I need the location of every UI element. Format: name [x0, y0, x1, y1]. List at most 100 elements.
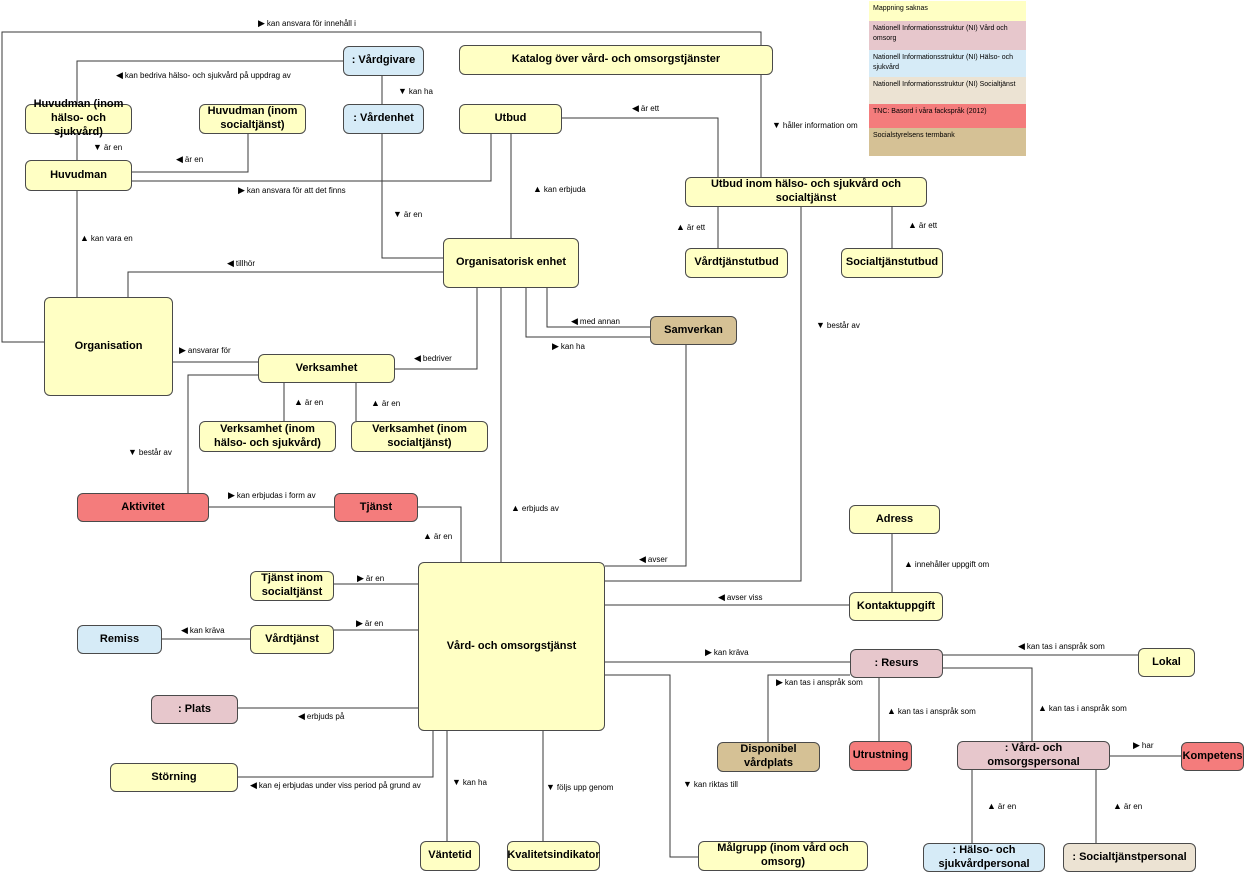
- direction-arrow-icon: ▲: [987, 801, 996, 811]
- relation-label-text: håller information om: [782, 121, 858, 130]
- node-vard-omsorgspersonal[interactable]: : Vård- och omsorgspersonal: [957, 741, 1110, 770]
- relation-label-ansvarar-for: ▶ansvarar för: [179, 345, 231, 356]
- direction-arrow-icon: ▲: [294, 397, 303, 407]
- relation-label-text: har: [1141, 741, 1154, 750]
- node-vardtjanst[interactable]: Vårdtjänst: [250, 625, 334, 654]
- relation-label-text: kan erbjuda: [543, 185, 586, 194]
- node-resurs[interactable]: : Resurs: [850, 649, 943, 678]
- relation-label-text: är en: [997, 802, 1017, 811]
- direction-arrow-icon: ▶: [228, 490, 235, 500]
- relation-label-kan-ha-vt: ▼kan ha: [452, 777, 487, 788]
- node-utbud-inom[interactable]: Utbud inom hälso- och sjukvård och socia…: [685, 177, 927, 207]
- node-vantetid[interactable]: Väntetid: [420, 841, 480, 871]
- relation-label-har: ▶har: [1133, 740, 1153, 751]
- node-tjanst-socialtjanst[interactable]: Tjänst inom socialtjänst: [250, 571, 334, 601]
- node-vardenhet[interactable]: : Vårdenhet: [343, 104, 424, 134]
- node-tjanst[interactable]: Tjänst: [334, 493, 418, 522]
- node-socialtjanstpersonal[interactable]: : Socialtjänstpersonal: [1063, 843, 1196, 872]
- relation-label-kan-tas-utr: ▲kan tas i anspråk som: [887, 706, 976, 717]
- relation-label-ar-en-tjanst: ▲är en: [423, 531, 452, 542]
- relation-label-kan-ej: ◀kan ej erbjudas under viss period på gr…: [250, 780, 421, 791]
- direction-arrow-icon: ▶: [238, 185, 245, 195]
- relation-label-haller-info: ▼håller information om: [772, 120, 858, 131]
- relation-label-text: är ett: [918, 221, 938, 230]
- direction-arrow-icon: ▼: [93, 142, 102, 152]
- relation-label-ar-en-vsoc: ▲är en: [371, 398, 400, 409]
- legend-item-ni-socialtjanst: Nationell Informationsstruktur (NI) Soci…: [869, 77, 1026, 104]
- node-disponibel-vardplats[interactable]: Disponibel vårdplats: [717, 742, 820, 772]
- direction-arrow-icon: ▲: [904, 559, 913, 569]
- relation-label-ar-en-vhs: ▲är en: [294, 397, 323, 408]
- direction-arrow-icon: ◀: [718, 592, 725, 602]
- relation-label-text: bedriver: [422, 354, 452, 363]
- relation-label-kan-ansvara-finns: ▶kan ansvara för att det finns: [238, 185, 346, 196]
- relation-label-ar-en-tsoc: ▶är en: [357, 573, 384, 584]
- node-huvudman-socialtjanst[interactable]: Huvudman (inom socialtjänst): [199, 104, 306, 134]
- node-utrustning[interactable]: Utrustning: [849, 741, 912, 771]
- node-aktivitet[interactable]: Aktivitet: [77, 493, 209, 522]
- relation-label-tillhor: ◀tillhör: [227, 258, 255, 269]
- node-adress[interactable]: Adress: [849, 505, 940, 534]
- node-socialtjanstutbud[interactable]: Socialtjänstutbud: [841, 248, 943, 278]
- relation-label-kan-tas-lokal: ◀kan tas i anspråk som: [1018, 641, 1105, 652]
- node-kompetens[interactable]: Kompetens: [1181, 742, 1244, 771]
- node-halso-sjukvardpersonal[interactable]: : Hälso- och sjukvårdpersonal: [923, 843, 1045, 872]
- relation-label-text: tillhör: [235, 259, 256, 268]
- node-verksamhet[interactable]: Verksamhet: [258, 354, 395, 383]
- node-samverkan[interactable]: Samverkan: [650, 316, 737, 345]
- relation-label-text: kan vara en: [90, 234, 133, 243]
- node-verksamhet-socialtjanst[interactable]: Verksamhet (inom socialtjänst): [351, 421, 488, 452]
- relation-label-text: kan tas i anspråk som: [1026, 642, 1105, 651]
- relation-label-text: kan ha: [408, 87, 433, 96]
- node-vardtjanstutbud[interactable]: Vårdtjänstutbud: [685, 248, 788, 278]
- node-huvudman[interactable]: Huvudman: [25, 160, 132, 191]
- node-huvudman-halso-sjukvard[interactable]: Huvudman (inom hälso- och sjukvård): [25, 98, 132, 138]
- relation-label-text: är ett: [686, 223, 706, 232]
- legend-item-socialstyrelsen: Socialstyrelsens termbank: [869, 128, 1026, 156]
- direction-arrow-icon: ◀: [414, 353, 421, 363]
- direction-arrow-icon: ▼: [393, 209, 402, 219]
- relation-label-text: är en: [304, 398, 324, 407]
- node-organisation[interactable]: Organisation: [44, 297, 173, 396]
- relation-label-bedriver: ◀bedriver: [414, 353, 452, 364]
- node-malgrupp[interactable]: Målgrupp (inom vård och omsorg): [698, 841, 868, 871]
- node-kvalitetsindikator[interactable]: Kvalitetsindikator: [507, 841, 600, 871]
- relation-label-innehaller: ▲innehåller uppgift om: [904, 559, 989, 570]
- relation-label-ar-ett-utbud: ◀är ett: [632, 103, 659, 114]
- node-organisatorisk-enhet[interactable]: Organisatorisk enhet: [443, 238, 579, 288]
- relation-label-text: kan tas i anspråk som: [1048, 704, 1127, 713]
- relation-label-kan-bedriva: ◀kan bedriva hälso- och sjukvård på uppd…: [116, 70, 291, 81]
- relation-label-avser-viss: ◀avser viss: [718, 592, 762, 603]
- relation-label-kan-ha-vg: ▼kan ha: [398, 86, 433, 97]
- node-plats[interactable]: : Plats: [151, 695, 238, 724]
- node-storning[interactable]: Störning: [110, 763, 238, 792]
- relation-label-text: består av: [826, 321, 860, 330]
- node-katalog[interactable]: Katalog över vård- och omsorgstjänster: [459, 45, 773, 75]
- node-kontaktuppgift[interactable]: Kontaktuppgift: [849, 592, 943, 621]
- node-lokal[interactable]: Lokal: [1138, 648, 1195, 677]
- legend-item-tnc: TNC: Basord i våra fackspråk (2012): [869, 104, 1026, 128]
- direction-arrow-icon: ▶: [1133, 740, 1140, 750]
- relation-label-kan-erbjudas: ▶kan erbjudas i form av: [228, 490, 316, 501]
- relation-label-foljs-upp: ▼följs upp genom: [546, 782, 613, 793]
- direction-arrow-icon: ▲: [80, 233, 89, 243]
- direction-arrow-icon: ▲: [887, 706, 896, 716]
- legend-item-ni-vard-omsorg: Nationell Informationsstruktur (NI) Vård…: [869, 21, 1026, 50]
- direction-arrow-icon: ◀: [250, 780, 257, 790]
- relation-label-text: är en: [1123, 802, 1143, 811]
- node-remiss[interactable]: Remiss: [77, 625, 162, 654]
- relation-label-text: kan erbjudas i form av: [236, 491, 316, 500]
- relation-label-text: är en: [433, 532, 453, 541]
- direction-arrow-icon: ▲: [676, 222, 685, 232]
- relation-label-text: kan kräva: [189, 626, 225, 635]
- node-utbud[interactable]: Utbud: [459, 104, 562, 134]
- node-vardgivare[interactable]: : Vårdgivare: [343, 46, 424, 76]
- relation-label-text: avser viss: [726, 593, 763, 602]
- node-vard-omsorgstjanst[interactable]: Vård- och omsorgstjänst: [418, 562, 605, 731]
- direction-arrow-icon: ▲: [423, 531, 432, 541]
- node-verksamhet-halso-sjukvard[interactable]: Verksamhet (inom hälso- och sjukvård): [199, 421, 336, 452]
- relation-label-kan-tas-pers: ▲kan tas i anspråk som: [1038, 703, 1127, 714]
- relation-label-text: kan ansvara för att det finns: [246, 186, 346, 195]
- relation-label-text: kan tas i anspråk som: [784, 678, 863, 687]
- relation-label-kan-tas-disp: ▶kan tas i anspråk som: [776, 677, 863, 688]
